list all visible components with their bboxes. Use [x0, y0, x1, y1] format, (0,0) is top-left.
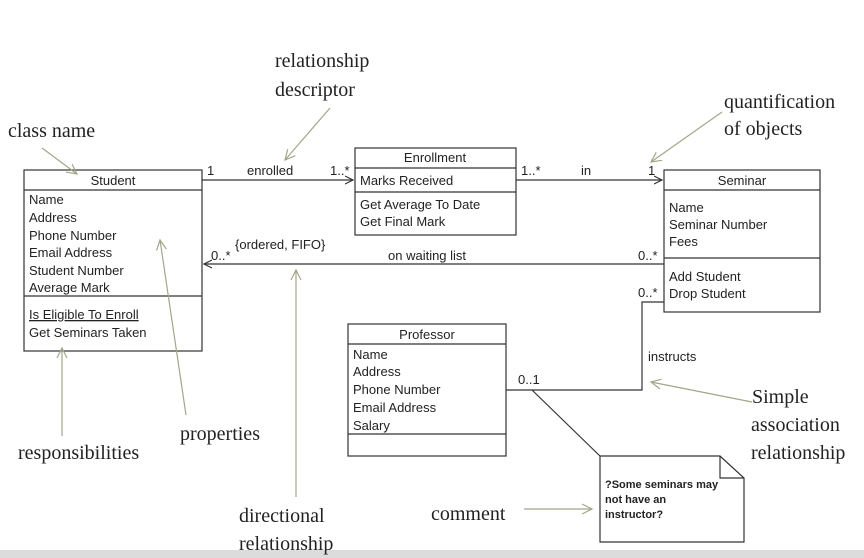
- constraint-ordered-fifo: {ordered, FIFO}: [235, 237, 326, 252]
- annotation-directional: directional relationship: [239, 270, 333, 555]
- assoc-label-in: in: [581, 163, 591, 178]
- annotation-quantification: quantification of objects: [651, 91, 835, 162]
- student-operation: Is Eligible To Enroll: [29, 307, 139, 322]
- mult-instructs-seminar: 0..*: [638, 285, 658, 300]
- class-professor: Professor Name Address Phone Number Emai…: [347, 323, 507, 457]
- mult-enrolled-right: 1..*: [330, 163, 350, 178]
- professor-property: Phone Number: [353, 382, 441, 397]
- association-waiting-list: 0..* {ordered, FIFO} on waiting list 0..…: [204, 237, 664, 264]
- student-property: Address: [29, 210, 77, 225]
- annotation-text: Simple: [752, 386, 809, 408]
- seminar-property: Fees: [669, 234, 698, 249]
- mult-in-left: 1..*: [521, 163, 541, 178]
- mult-in-right: 1: [648, 163, 655, 178]
- class-student-name: Student: [91, 173, 136, 188]
- enrollment-property: Marks Received: [360, 173, 453, 188]
- annotation-text: quantification: [724, 91, 835, 113]
- enrollment-operation: Get Average To Date: [360, 197, 480, 212]
- seminar-operation: Add Student: [669, 269, 741, 284]
- student-operation: Get Seminars Taken: [29, 325, 147, 340]
- annotation-properties: properties: [160, 240, 260, 445]
- annotation-relationship-descriptor: relationship descriptor: [275, 50, 369, 160]
- class-seminar: Seminar Name Seminar Number Fees Add Stu…: [663, 169, 821, 313]
- annotation-class-name: class name: [8, 120, 95, 174]
- annotation-responsibilities: responsibilities: [18, 348, 139, 464]
- seminar-operation: Drop Student: [669, 286, 746, 301]
- annotation-text: directional: [239, 505, 325, 527]
- annotation-text: relationship: [239, 533, 333, 555]
- professor-property: Address: [353, 364, 401, 379]
- professor-property: Name: [353, 347, 388, 362]
- class-enrollment: Enrollment Marks Received Get Average To…: [354, 147, 517, 236]
- student-property: Email Address: [29, 245, 113, 260]
- annotation-text: of objects: [724, 118, 803, 140]
- class-student: Student Name Address Phone Number Email …: [23, 169, 203, 352]
- note-line: not have an: [605, 494, 666, 506]
- professor-property: Salary: [353, 418, 390, 433]
- note-line: ?Some seminars may: [605, 479, 719, 491]
- mult-waiting-right: 0..*: [638, 248, 658, 263]
- enrollment-operation: Get Final Mark: [360, 214, 446, 229]
- professor-property: Email Address: [353, 400, 437, 415]
- annotation-comment: comment: [431, 503, 592, 525]
- association-instructs: 0..* 0..1 instructs: [506, 285, 697, 391]
- annotation-text: comment: [431, 503, 506, 525]
- mult-enrolled-left: 1: [207, 163, 214, 178]
- note-comment: ?Some seminars may not have an instructo…: [531, 389, 745, 543]
- annotation-text: relationship: [751, 442, 845, 464]
- class-professor-name: Professor: [399, 327, 455, 342]
- student-property: Name: [29, 192, 64, 207]
- annotation-text: association: [751, 414, 840, 436]
- mult-instructs-professor: 0..1: [518, 372, 540, 387]
- student-property: Phone Number: [29, 228, 117, 243]
- mult-waiting-left: 0..*: [211, 248, 231, 263]
- assoc-label-instructs: instructs: [648, 349, 697, 364]
- note-line: instructor?: [605, 509, 663, 521]
- annotation-text: descriptor: [275, 79, 355, 101]
- seminar-property: Seminar Number: [669, 217, 768, 232]
- class-seminar-name: Seminar: [718, 173, 767, 188]
- student-property: Average Mark: [29, 280, 110, 295]
- bottom-band: [0, 550, 864, 558]
- seminar-property: Name: [669, 200, 704, 215]
- assoc-label-waiting: on waiting list: [388, 248, 466, 263]
- annotation-text: responsibilities: [18, 442, 139, 464]
- assoc-label-enrolled: enrolled: [247, 163, 293, 178]
- annotation-simple-association: Simple association relationship: [651, 382, 845, 464]
- student-property: Student Number: [29, 263, 124, 278]
- annotation-text: properties: [180, 423, 260, 445]
- association-enrolled: 1 enrolled 1..*: [202, 163, 353, 180]
- association-in: 1..* in 1: [516, 163, 662, 180]
- annotation-text: class name: [8, 120, 95, 142]
- class-enrollment-name: Enrollment: [404, 150, 467, 165]
- annotation-text: relationship: [275, 50, 369, 72]
